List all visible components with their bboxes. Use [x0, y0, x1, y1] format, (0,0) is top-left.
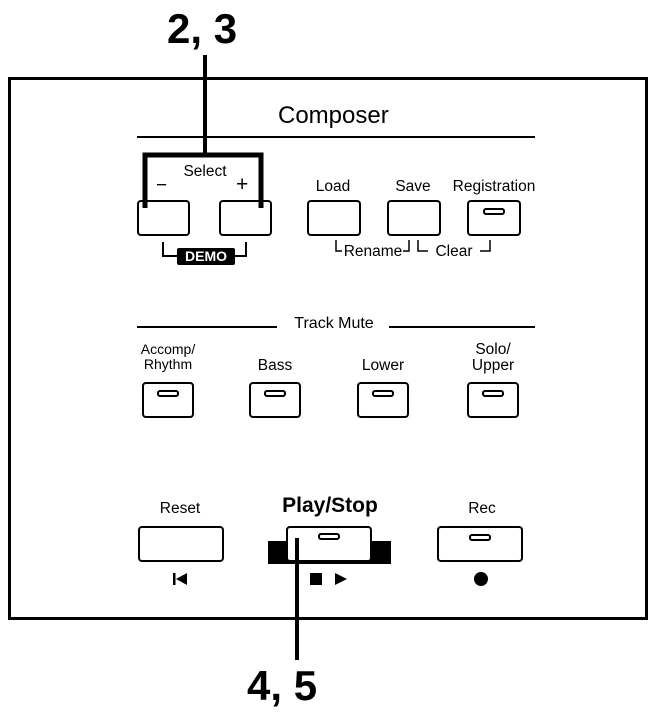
track-mute-rule-left [137, 326, 277, 328]
accomp-led [157, 390, 179, 397]
registration-label: Registration [452, 178, 536, 195]
composer-title: Composer [278, 102, 389, 129]
rec-label: Rec [468, 500, 496, 517]
registration-button[interactable] [467, 200, 521, 236]
solo-upper-button[interactable] [467, 382, 519, 418]
clear-label: Clear [435, 243, 473, 260]
reset-label: Reset [159, 500, 201, 517]
play-symbol-icon [334, 572, 348, 586]
bass-led [264, 390, 286, 397]
callout-2-3: 2, 3 [167, 5, 238, 52]
reset-button[interactable] [138, 526, 224, 562]
bass-label: Bass [257, 357, 293, 374]
solo-label-line1: Solo/ [475, 341, 511, 358]
stop-symbol-icon [310, 573, 322, 585]
solo-led [482, 390, 504, 397]
reset-symbol-icon [172, 572, 188, 586]
load-button[interactable] [307, 200, 361, 236]
rec-button[interactable] [437, 526, 523, 562]
track-mute-rule-right [389, 326, 535, 328]
save-button[interactable] [387, 200, 441, 236]
select-minus-label: − [156, 175, 168, 196]
save-label: Save [395, 178, 431, 195]
callout-4-5: 4, 5 [247, 662, 318, 709]
select-plus-label: + [236, 173, 249, 196]
lower-button[interactable] [357, 382, 409, 418]
accomp-label-line1: Accomp/ [140, 341, 196, 357]
demo-badge [177, 248, 235, 265]
composer-rule [137, 136, 535, 138]
accomp-rhythm-button[interactable] [142, 382, 194, 418]
accomp-label-line2: Rhythm [143, 356, 193, 372]
play-stop-button[interactable] [286, 526, 372, 562]
rec-led [469, 534, 491, 541]
bass-button[interactable] [249, 382, 301, 418]
rename-label: Rename [343, 243, 403, 260]
load-label: Load [315, 178, 351, 195]
lower-label: Lower [361, 357, 405, 374]
rec-symbol-icon [474, 572, 488, 586]
solo-label-line2: Upper [471, 357, 515, 374]
lower-led [372, 390, 394, 397]
track-mute-title: Track Mute [294, 315, 374, 332]
registration-led [483, 208, 505, 215]
select-label: Select [183, 163, 227, 180]
play-stop-led [318, 533, 340, 540]
demo-label: DEMO [185, 248, 227, 264]
play-stop-label: Play/Stop [282, 494, 378, 517]
